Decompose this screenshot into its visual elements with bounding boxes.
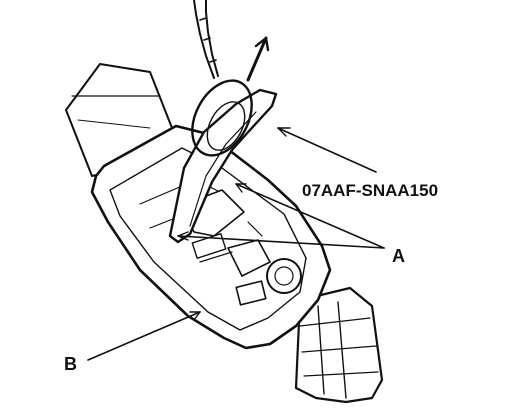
pull-direction-arrow [246, 36, 270, 82]
buckle-body [294, 286, 384, 404]
release-mechanism-a [179, 189, 302, 306]
callout-a-label: A [392, 246, 405, 266]
callout-b-label: B [64, 354, 77, 374]
leader-lines [87, 127, 385, 361]
special-tool [168, 0, 278, 244]
tool-part-number-label: 07AAF-SNAA150 [302, 181, 438, 200]
